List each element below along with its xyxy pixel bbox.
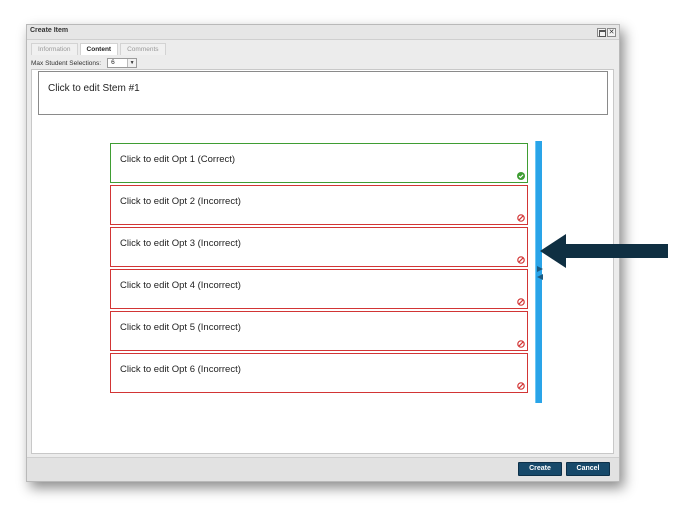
max-selections-row: Max Student Selections: 6 ▼ bbox=[31, 58, 138, 68]
cancel-button[interactable]: Cancel bbox=[566, 462, 610, 476]
max-selections-label: Max Student Selections: bbox=[31, 59, 102, 67]
option-4[interactable]: Click to edit Opt 4 (Incorrect) bbox=[110, 269, 528, 309]
no-entry-icon[interactable] bbox=[517, 382, 525, 390]
no-entry-icon[interactable] bbox=[517, 214, 525, 222]
resize-splitter[interactable] bbox=[535, 141, 542, 403]
close-icon[interactable]: ✕ bbox=[607, 28, 616, 37]
tab-content[interactable]: Content bbox=[79, 43, 119, 55]
option-5[interactable]: Click to edit Opt 5 (Incorrect) bbox=[110, 311, 528, 351]
chevron-down-icon[interactable]: ▼ bbox=[127, 59, 137, 67]
max-selections-select[interactable]: 6 ▼ bbox=[107, 58, 138, 68]
option-label: Click to edit Opt 2 (Incorrect) bbox=[120, 196, 241, 207]
option-6[interactable]: Click to edit Opt 6 (Incorrect) bbox=[110, 353, 528, 393]
option-label: Click to edit Opt 1 (Correct) bbox=[120, 154, 236, 165]
maximize-icon[interactable] bbox=[597, 28, 606, 37]
create-item-dialog: Create Item ✕ Information Content Commen… bbox=[26, 24, 620, 482]
check-circle-icon[interactable] bbox=[517, 172, 525, 180]
option-1[interactable]: Click to edit Opt 1 (Correct) bbox=[110, 143, 528, 183]
no-entry-icon[interactable] bbox=[517, 340, 525, 348]
stem-text: Click to edit Stem #1 bbox=[48, 83, 140, 94]
option-label: Click to edit Opt 5 (Incorrect) bbox=[120, 322, 241, 333]
dialog-titlebar[interactable]: Create Item ✕ bbox=[27, 25, 619, 40]
no-entry-icon[interactable] bbox=[517, 256, 525, 264]
option-2[interactable]: Click to edit Opt 2 (Incorrect) bbox=[110, 185, 528, 225]
dialog-title: Create Item bbox=[30, 27, 69, 34]
splitter-handle-icon[interactable] bbox=[537, 266, 543, 280]
option-3[interactable]: Click to edit Opt 3 (Incorrect) bbox=[110, 227, 528, 267]
tab-bar: Information Content Comments bbox=[31, 43, 168, 55]
tab-information[interactable]: Information bbox=[31, 43, 78, 55]
tab-comments[interactable]: Comments bbox=[120, 43, 166, 55]
dialog-footer: Create Cancel bbox=[27, 457, 619, 481]
stem-editor[interactable]: Click to edit Stem #1 bbox=[38, 71, 608, 115]
arrow-left-icon bbox=[540, 234, 668, 268]
option-label: Click to edit Opt 6 (Incorrect) bbox=[120, 364, 241, 375]
option-label: Click to edit Opt 3 (Incorrect) bbox=[120, 238, 241, 249]
no-entry-icon[interactable] bbox=[517, 298, 525, 306]
option-label: Click to edit Opt 4 (Incorrect) bbox=[120, 280, 241, 291]
content-panel: Click to edit Stem #1 Click to edit Opt … bbox=[31, 69, 614, 454]
create-button[interactable]: Create bbox=[518, 462, 562, 476]
max-selections-value: 6 bbox=[111, 59, 115, 66]
